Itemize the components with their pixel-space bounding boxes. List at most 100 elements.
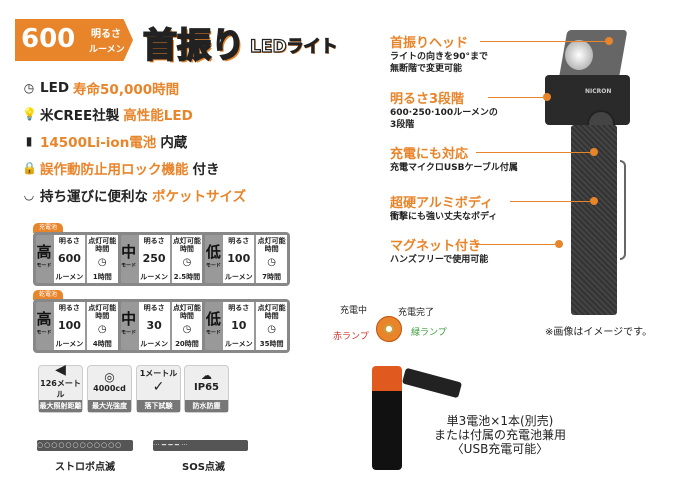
mode-sub: モード — [36, 263, 52, 269]
mode-name: 低 — [205, 310, 221, 328]
badge-label: 防水防塵 — [185, 400, 228, 412]
callout-line — [488, 97, 543, 98]
mode-sub: モード — [205, 330, 221, 336]
callout-dot — [543, 93, 551, 101]
runtime-value: 35時間 — [259, 340, 284, 348]
usb-cable-icon — [401, 367, 463, 399]
lumens-unit: ルーメン — [89, 45, 125, 55]
charging-label: 充電中 — [340, 306, 368, 316]
callout-dot — [590, 148, 598, 156]
runtime-label: 点灯可能時間 — [172, 237, 201, 253]
feature-item: 🔒誤作動防止用ロック機能付き — [22, 158, 220, 178]
clock-icon: ◷ — [267, 324, 276, 335]
feature-highlight: ポケットサイズ — [152, 189, 247, 205]
lock-icon: 🔒 — [22, 161, 37, 175]
callout-title: マグネット付き — [390, 239, 482, 254]
battery-text-line: 〈USB充電可能〉 — [451, 442, 549, 456]
mode-name: 中 — [121, 310, 137, 328]
lumens-badge: 600 明るさ ルーメン — [15, 19, 133, 61]
feature-highlight: 高性能LED — [123, 108, 193, 124]
green-lamp-label: 緑ランプ — [411, 328, 447, 338]
check-icon: ✓ — [152, 378, 165, 395]
clock-icon: ◷ — [97, 324, 107, 335]
callout-title: 明るさ3段階 — [390, 92, 465, 107]
lumens-value: 30 — [146, 319, 162, 332]
red-lamp-label: 赤ランプ — [333, 332, 369, 342]
callout-line — [510, 201, 590, 202]
callout-text: 衝撃にも強い丈夫なボディ — [390, 212, 498, 222]
runtime-label: 点灯可能時間 — [172, 304, 201, 320]
flashlight-image: NICRON — [535, 30, 645, 320]
battery-icon: ▮ — [25, 134, 33, 148]
brightness-label: 明るさ — [143, 237, 165, 245]
spec-badge-distance: ◀126メートル最大照射距離 — [38, 362, 83, 413]
runtime-value: 2.5時間 — [173, 273, 201, 281]
brightness-label: 明るさ — [58, 304, 80, 312]
feature-text: LED — [40, 80, 70, 96]
lumen-unit: ルーメン — [140, 340, 168, 348]
brightness-label: 明るさ — [228, 304, 250, 312]
image-note: ※画像はイメージです。 — [545, 327, 653, 338]
runtime-value: 20時間 — [175, 340, 199, 348]
callout-text: 3段階 — [390, 120, 415, 130]
lumen-unit: ルーメン — [55, 273, 84, 281]
product-subtitle: LEDライト — [249, 36, 338, 57]
battery-text-line: 単3電池×1本(別売) — [446, 414, 554, 428]
feature-item: 💡米CREE社製高性能LED — [22, 104, 193, 124]
pocket-icon: ◡ — [24, 188, 34, 202]
feature-text: 持ち運びに便利な — [40, 189, 148, 205]
runtime-cell: 点灯可能時間 ◷ 7時間 — [256, 235, 288, 283]
feature-text: 米CREE社製 — [40, 108, 120, 124]
runtime-label: 点灯可能時間 — [88, 237, 117, 253]
badge-top: 126メートル — [40, 379, 81, 399]
feature-item: ◡ 持ち運びに便利なポケットサイズ — [22, 185, 246, 205]
clock-icon: ◷ — [182, 324, 192, 335]
feature-highlight: 誤作動防止用ロック機能 — [40, 162, 189, 178]
feature-text: 付き — [192, 162, 220, 178]
runtime-label: 点灯可能時間 — [257, 304, 286, 320]
sos-label: SOS点滅 — [182, 462, 225, 473]
lumen-unit: ルーメン — [224, 340, 253, 348]
badge-top: 4000cd — [93, 383, 126, 393]
runtime-value: 7時間 — [262, 273, 282, 281]
lumens-value: 100 — [57, 319, 81, 332]
runtime-cell: 点灯可能時間◷2.5時間 — [171, 235, 203, 283]
brand-label: NICRON — [585, 88, 612, 95]
badge-label: 最大光強度 — [88, 400, 131, 412]
lumens-value: 600 — [21, 24, 76, 54]
battery-image — [372, 366, 402, 470]
spec-badge-drop: 1メートル✓落下試験 — [136, 365, 181, 413]
feature-highlight: 寿命50,000時間 — [73, 82, 180, 98]
runtime-label: 点灯可能時間 — [257, 237, 286, 253]
callout-line — [476, 152, 590, 153]
callout-dot — [590, 197, 598, 205]
battery-top-led-icon — [376, 316, 402, 342]
feature-text: 内蔵 — [160, 135, 188, 151]
clock-icon: ◷ — [267, 257, 276, 268]
mode-name: 中 — [121, 243, 137, 261]
brightness-label: 明るさ — [228, 237, 250, 245]
runtime-cell: 点灯可能時間 ◷ 35時間 — [256, 302, 288, 350]
lumen-unit: ルーメン — [55, 340, 84, 348]
callout-line — [480, 41, 605, 42]
callout-text: 無断階で変更可能 — [390, 64, 463, 74]
beam-icon: ◀ — [55, 362, 66, 378]
badge-label: 最大照射距離 — [39, 400, 82, 412]
mode-sub: モード — [205, 263, 221, 269]
product-title: 首振り — [142, 25, 246, 67]
table-label: 乾電池 — [33, 290, 63, 300]
lumens-value: 250 — [142, 252, 166, 265]
lumens-label: 明るさ — [91, 29, 121, 40]
callout-title: 首振りヘッド — [390, 36, 469, 51]
